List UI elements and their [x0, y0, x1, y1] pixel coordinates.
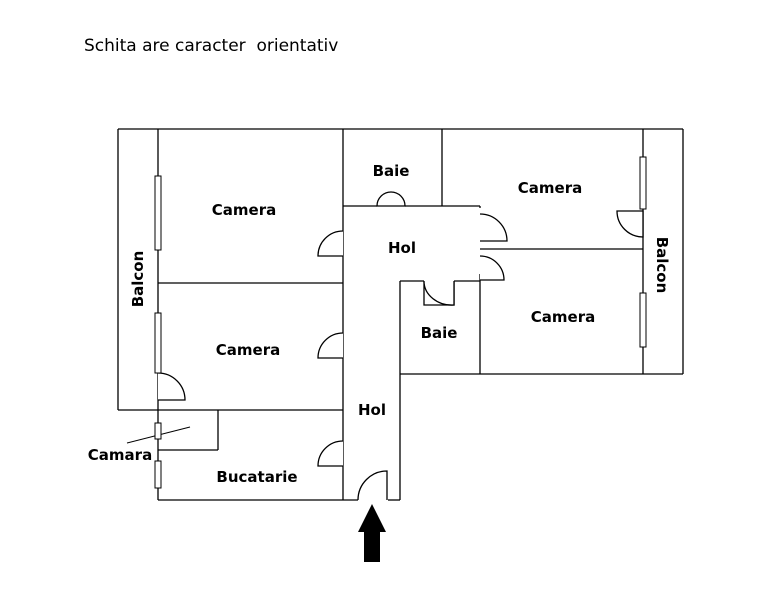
door-baie-bottom: [423, 280, 455, 306]
room-label-hol-bottom: Hol: [358, 401, 386, 419]
window-balcon-left-mid: [154, 312, 162, 374]
door-balcon-left: [157, 372, 186, 401]
room-label-baie-bottom: Baie: [421, 324, 458, 342]
room-label-hol-top: Hol: [388, 239, 416, 257]
door-camera-mid-left: [317, 332, 344, 359]
room-label-camera-top-right: Camera: [518, 179, 582, 197]
arrow-up-icon: [358, 504, 386, 562]
room-label-baie-top: Baie: [373, 162, 410, 180]
door-camera-bottom-right: [479, 255, 505, 281]
door-baie-top: [376, 191, 406, 207]
window-balcon-left-top: [154, 175, 162, 251]
walls: [117, 128, 684, 501]
room-label-camera-bottom-right: Camera: [531, 308, 595, 326]
door-camera-top-right: [479, 213, 508, 242]
room-label-camera-top-left: Camera: [212, 201, 276, 219]
room-label-balcon-left: Balcon: [129, 251, 147, 308]
window-balcon-right-top: [639, 156, 647, 210]
window-bucatarie: [154, 460, 162, 489]
room-label-camara: Camara: [88, 446, 152, 464]
door-balcon-right: [616, 210, 644, 238]
room-label-camera-mid-left: Camera: [216, 341, 280, 359]
windows: [154, 156, 647, 489]
page-title: Schita are caracter orientativ: [84, 36, 339, 56]
window-balcon-right-bottom: [639, 292, 647, 348]
room-label-balcon-right: Balcon: [653, 237, 671, 294]
room-label-bucatarie: Bucatarie: [216, 468, 297, 486]
door-entrance: [357, 470, 388, 501]
doors: [157, 191, 644, 501]
window-camara: [154, 422, 162, 440]
door-camera-top-left: [317, 230, 344, 257]
door-bucatarie: [317, 440, 344, 467]
